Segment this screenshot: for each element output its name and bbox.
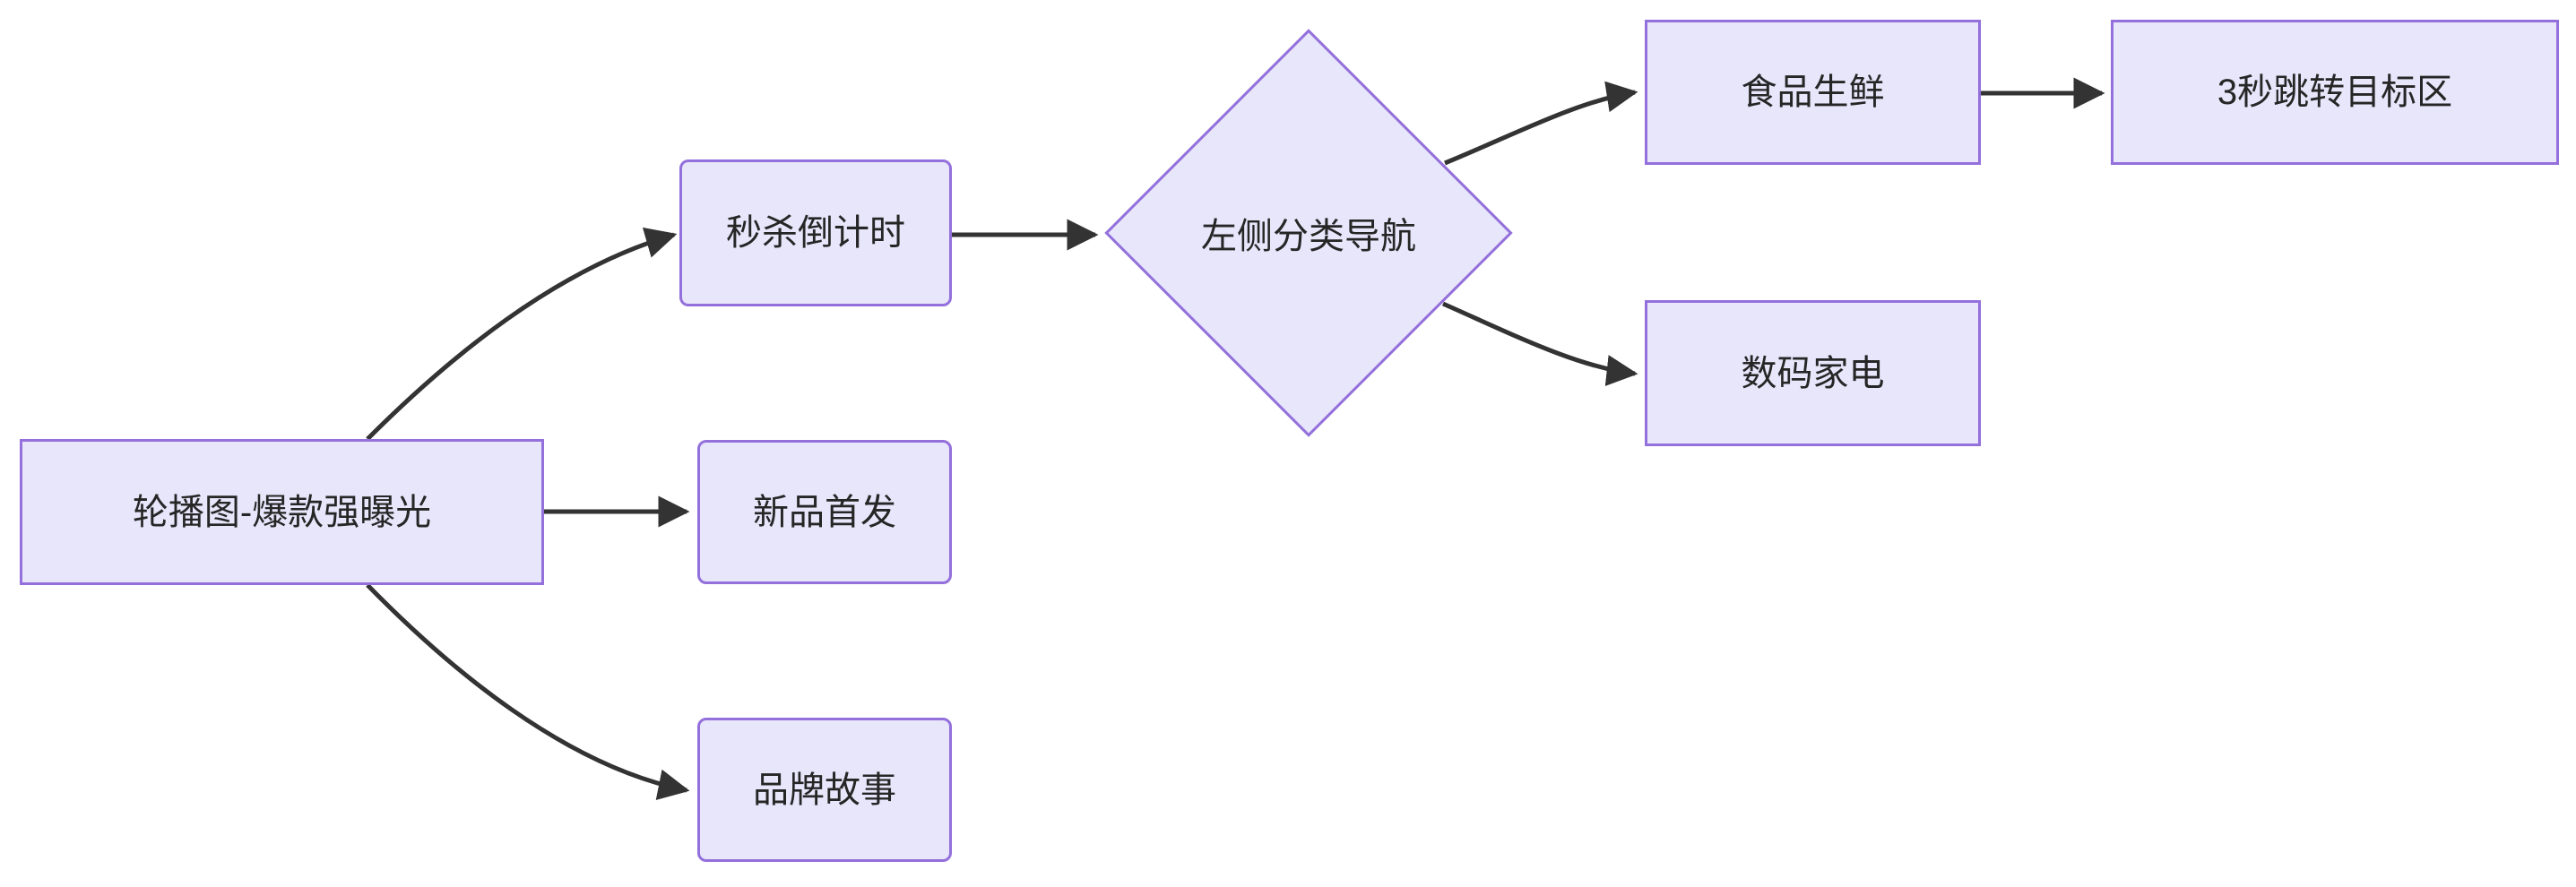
edge-carousel-to-seckill bbox=[366, 227, 678, 441]
node-seckill[interactable]: 秒杀倒计时 bbox=[679, 159, 952, 306]
node-newproduct-label: 新品首发 bbox=[753, 492, 896, 532]
node-brandstory-label: 品牌故事 bbox=[753, 770, 896, 810]
node-jump-label: 3秒跳转目标区 bbox=[2217, 73, 2453, 112]
node-leftnav[interactable]: 左侧分类导航 bbox=[1104, 29, 1513, 437]
node-jump[interactable]: 3秒跳转目标区 bbox=[2111, 20, 2559, 165]
node-carousel[interactable]: 轮播图-爆款强曝光 bbox=[20, 439, 544, 585]
node-newproduct[interactable]: 新品首发 bbox=[697, 440, 952, 584]
edge-carousel-to-brandstory bbox=[366, 583, 690, 801]
node-digital-label: 数码家电 bbox=[1741, 353, 1885, 393]
node-brandstory[interactable]: 品牌故事 bbox=[697, 718, 952, 862]
node-food-label: 食品生鲜 bbox=[1741, 73, 1885, 112]
node-leftnav-label: 左侧分类导航 bbox=[1201, 217, 1416, 256]
node-food[interactable]: 食品生鲜 bbox=[1645, 20, 1981, 165]
node-digital[interactable]: 数码家电 bbox=[1645, 300, 1981, 446]
node-seckill-label: 秒杀倒计时 bbox=[726, 213, 905, 253]
node-carousel-label: 轮播图-爆款强曝光 bbox=[132, 492, 432, 532]
